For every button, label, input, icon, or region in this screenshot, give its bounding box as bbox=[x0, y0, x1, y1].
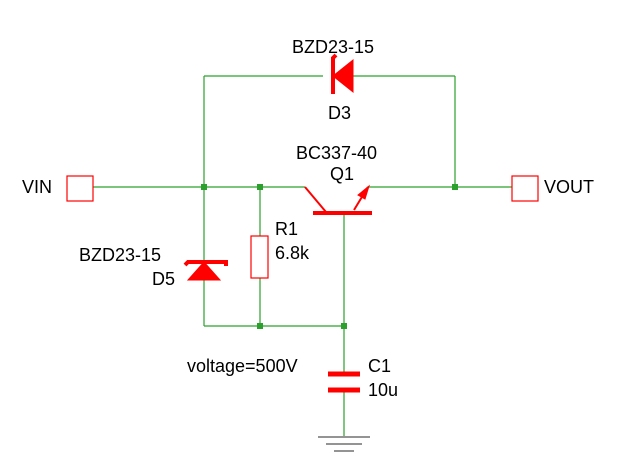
c1-param-label: voltage=500V bbox=[187, 356, 298, 376]
capacitor-c1: voltage=500V C1 10u bbox=[187, 356, 398, 400]
r1-ref-label: R1 bbox=[275, 219, 298, 239]
r1-body bbox=[250, 235, 269, 279]
junction-node bbox=[257, 184, 263, 190]
r1-value-label: 6.8k bbox=[275, 243, 310, 263]
d5-ref-label: D5 bbox=[152, 269, 175, 289]
q1-emitter-arrow bbox=[357, 184, 370, 200]
d3-triangle bbox=[332, 58, 354, 94]
d3-model-label: BZD23-15 bbox=[292, 37, 374, 57]
ground-icon bbox=[318, 436, 370, 452]
vin-label: VIN bbox=[22, 177, 52, 197]
vout-label: VOUT bbox=[544, 177, 594, 197]
c1-ref-label: C1 bbox=[368, 356, 391, 376]
d5-cathode-bar bbox=[183, 260, 228, 267]
zener-diode-d3: BZD23-15 D3 bbox=[292, 37, 374, 123]
vout-port-box bbox=[511, 175, 539, 202]
q1-model-label: BC337-40 bbox=[296, 143, 377, 163]
junction-node bbox=[452, 184, 458, 190]
q1-left-lead bbox=[304, 186, 327, 213]
zener-diode-d5: BZD23-15 D5 bbox=[79, 245, 228, 289]
wires bbox=[93, 75, 512, 436]
resistor-r1: R1 6.8k bbox=[250, 219, 310, 279]
transistor-q1: BC337-40 Q1 bbox=[296, 143, 377, 215]
junction-node bbox=[257, 323, 263, 329]
vin-port: VIN bbox=[22, 175, 94, 202]
junctions bbox=[201, 184, 458, 329]
q1-ref-label: Q1 bbox=[330, 164, 354, 184]
vin-port-box bbox=[66, 175, 94, 202]
d5-model-label: BZD23-15 bbox=[79, 245, 161, 265]
d3-ref-label: D3 bbox=[328, 103, 351, 123]
c1-value-label: 10u bbox=[368, 380, 398, 400]
d3-cathode-bar bbox=[331, 53, 338, 94]
vout-port: VOUT bbox=[511, 175, 594, 202]
junction-node bbox=[201, 184, 207, 190]
junction-node bbox=[341, 323, 347, 329]
d5-triangle bbox=[186, 261, 222, 281]
